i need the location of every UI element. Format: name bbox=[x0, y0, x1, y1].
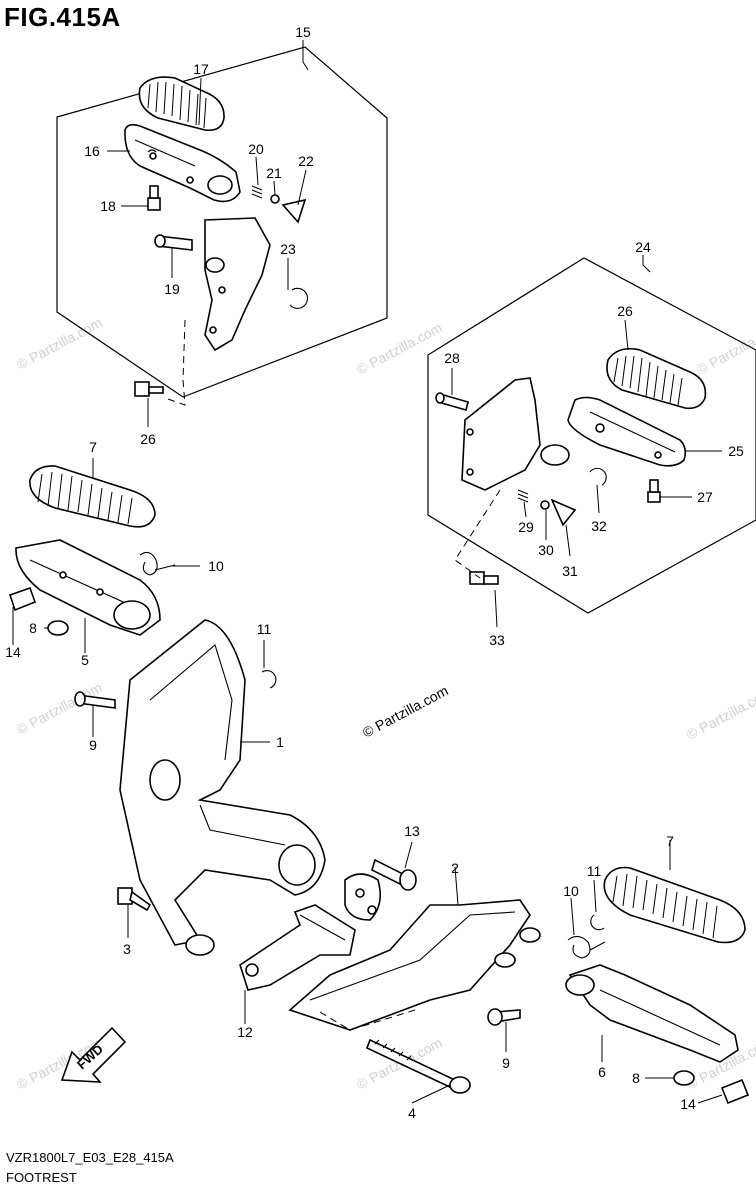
callout-4: 4 bbox=[408, 1105, 416, 1121]
figure-name: FOOTREST bbox=[6, 1170, 77, 1185]
figure-title: FIG.415A bbox=[4, 2, 121, 32]
callout-19: 19 bbox=[164, 281, 180, 297]
watermark: © Partzilla.com bbox=[684, 684, 756, 742]
footrest-rubber-26 bbox=[606, 347, 707, 410]
footrest-bracket-2 bbox=[288, 899, 541, 1031]
callout-8a: 8 bbox=[29, 620, 37, 636]
clip-32 bbox=[589, 467, 607, 486]
pin-19 bbox=[154, 234, 193, 251]
bolt-9-right bbox=[487, 1008, 521, 1026]
guide-line bbox=[454, 489, 501, 579]
callout-28: 28 bbox=[444, 350, 460, 366]
callout-31: 31 bbox=[562, 563, 578, 579]
bolt-4 bbox=[365, 1038, 471, 1094]
spring-29 bbox=[517, 489, 529, 503]
callout-26a: 26 bbox=[140, 431, 156, 447]
bolt-33 bbox=[469, 571, 499, 585]
callout-1: 1 bbox=[276, 734, 284, 750]
callout-18: 18 bbox=[100, 198, 116, 214]
clip-11-left bbox=[261, 670, 277, 689]
bushing-14-right bbox=[720, 1078, 750, 1105]
bushing-14-left bbox=[8, 586, 37, 612]
nut-8-left bbox=[47, 620, 69, 636]
callout-9a: 9 bbox=[89, 737, 97, 753]
callout-29: 29 bbox=[518, 519, 534, 535]
bolt-18 bbox=[147, 185, 161, 211]
callouts: 15 17 16 18 19 20 21 22 23 26 7 10 14 8 … bbox=[5, 24, 744, 1121]
spring-20 bbox=[251, 185, 263, 199]
plate-31 bbox=[550, 498, 577, 527]
bolt-27 bbox=[647, 479, 661, 503]
assembly-box-24 bbox=[427, 257, 756, 614]
watermark: © Partzilla.com bbox=[14, 314, 105, 372]
plate-washer bbox=[344, 873, 381, 921]
bolt-13 bbox=[371, 858, 417, 891]
callout-14b: 14 bbox=[680, 1096, 696, 1112]
callout-21: 21 bbox=[266, 165, 282, 181]
footrest-rubber-17 bbox=[138, 76, 225, 132]
callout-14a: 14 bbox=[5, 644, 21, 660]
callout-20: 20 bbox=[248, 141, 264, 157]
callout-8b: 8 bbox=[632, 1070, 640, 1086]
callout-7a: 7 bbox=[89, 439, 97, 455]
watermark-center: © Partzilla.com bbox=[360, 682, 451, 740]
footrest-bracket-1 bbox=[119, 619, 326, 956]
callout-7b: 7 bbox=[666, 833, 674, 849]
spring-10-right bbox=[567, 935, 606, 959]
callout-12: 12 bbox=[237, 1024, 253, 1040]
callout-15: 15 bbox=[295, 24, 311, 40]
callout-17: 17 bbox=[193, 61, 209, 77]
callout-6: 6 bbox=[598, 1064, 606, 1080]
callout-16: 16 bbox=[84, 143, 100, 159]
ball-21 bbox=[270, 194, 280, 204]
fwd-arrow-icon: FWD bbox=[60, 1026, 127, 1083]
bolt-3 bbox=[117, 887, 152, 912]
clip-23 bbox=[289, 287, 308, 309]
footrest-arm-5 bbox=[15, 539, 161, 636]
callout-2: 2 bbox=[451, 860, 459, 876]
watermark: © Partzilla.com bbox=[14, 679, 105, 737]
pin-28 bbox=[435, 392, 469, 411]
callout-26b: 26 bbox=[617, 303, 633, 319]
watermark: © Partzilla.com bbox=[354, 319, 445, 377]
stay-12 bbox=[239, 904, 356, 991]
spring-10-left bbox=[139, 551, 176, 576]
callout-10a: 10 bbox=[208, 558, 224, 574]
footrest-arm-6 bbox=[565, 964, 739, 1063]
ball-30 bbox=[540, 500, 550, 510]
callout-22: 22 bbox=[298, 153, 314, 169]
watermark: © Partzilla.com bbox=[694, 319, 756, 377]
callout-27: 27 bbox=[697, 489, 713, 505]
callout-24: 24 bbox=[635, 239, 651, 255]
clip-11-right bbox=[590, 914, 605, 931]
callout-30: 30 bbox=[538, 542, 554, 558]
guide-line bbox=[164, 319, 186, 406]
callout-5: 5 bbox=[81, 652, 89, 668]
callout-13: 13 bbox=[404, 823, 420, 839]
callout-32: 32 bbox=[591, 518, 607, 534]
leader-lines bbox=[12, 40, 723, 1104]
callout-25: 25 bbox=[728, 443, 744, 459]
callout-9b: 9 bbox=[502, 1055, 510, 1071]
footrest-bracket bbox=[204, 217, 271, 352]
footrest-bracket-right bbox=[461, 377, 570, 491]
bolt-26 bbox=[134, 381, 164, 397]
callout-3: 3 bbox=[123, 941, 131, 957]
footrest-arm-16 bbox=[124, 123, 241, 203]
nut-8-right bbox=[673, 1070, 695, 1086]
plate-22 bbox=[281, 198, 307, 224]
callout-23: 23 bbox=[280, 241, 296, 257]
footrest-arm-25 bbox=[567, 396, 687, 467]
callout-10b: 10 bbox=[563, 883, 579, 899]
footrest-rubber-7-right bbox=[603, 866, 746, 944]
figure-code: VZR1800L7_E03_E28_415A bbox=[6, 1150, 174, 1165]
bolt-9-left bbox=[74, 691, 116, 709]
footrest-rubber-7-left bbox=[29, 465, 156, 528]
callout-11b: 11 bbox=[587, 863, 602, 879]
callout-11a: 11 bbox=[257, 621, 272, 637]
callout-33: 33 bbox=[489, 632, 505, 648]
assembly-box-15 bbox=[56, 46, 388, 398]
